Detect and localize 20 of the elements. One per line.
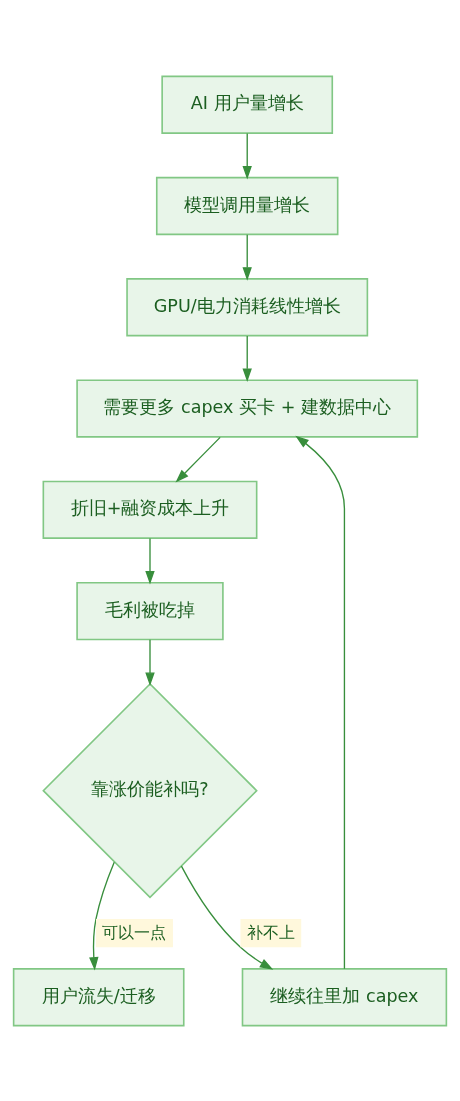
edge-label: 可以一点 [102, 922, 167, 942]
node-box: GPU/电力消耗线性增长 [126, 277, 369, 336]
arrow [242, 132, 252, 179]
node-box: 模型调用量增长 [155, 176, 339, 235]
arrow [295, 435, 346, 970]
node-box: 用户流失/迁移 [12, 967, 185, 1026]
arrow [175, 436, 221, 483]
edge-label: 补不上 [246, 922, 295, 942]
arrow [242, 334, 252, 382]
arrow [242, 233, 252, 281]
node-box: 毛利被吃掉 [76, 581, 224, 640]
node-box: AI 用户量增长 [161, 75, 334, 134]
arrow [180, 864, 274, 970]
arrow [145, 537, 155, 584]
node-diamond: 靠涨价能补吗? [42, 682, 258, 898]
node-box: 需要更多 capex 买卡 + 建数据中心 [76, 378, 419, 438]
arrow [89, 861, 115, 971]
arrow [145, 638, 155, 686]
node-box: 继续往里加 capex [241, 967, 448, 1026]
node-box: 折旧+融资成本上升 [42, 480, 258, 539]
